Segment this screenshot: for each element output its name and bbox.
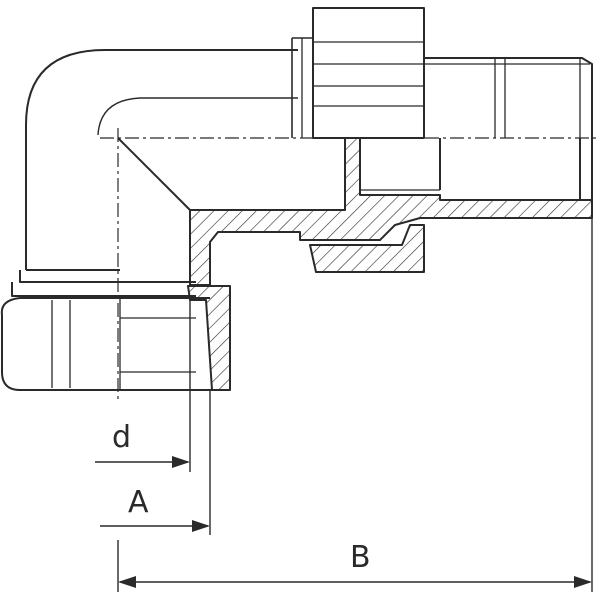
male-thread xyxy=(359,57,593,201)
dimension-label-b: B xyxy=(350,540,371,575)
dimension-b: B xyxy=(118,540,592,588)
cross-section xyxy=(117,137,593,391)
hex-nut xyxy=(291,7,425,139)
female-nut xyxy=(0,270,212,391)
dimension-d: d xyxy=(95,420,190,468)
dimension-a: A xyxy=(100,485,210,532)
dimension-label-d: d xyxy=(112,420,131,455)
elbow-body xyxy=(25,49,298,271)
extension-lines xyxy=(117,200,593,592)
dimension-label-a: A xyxy=(128,485,149,520)
